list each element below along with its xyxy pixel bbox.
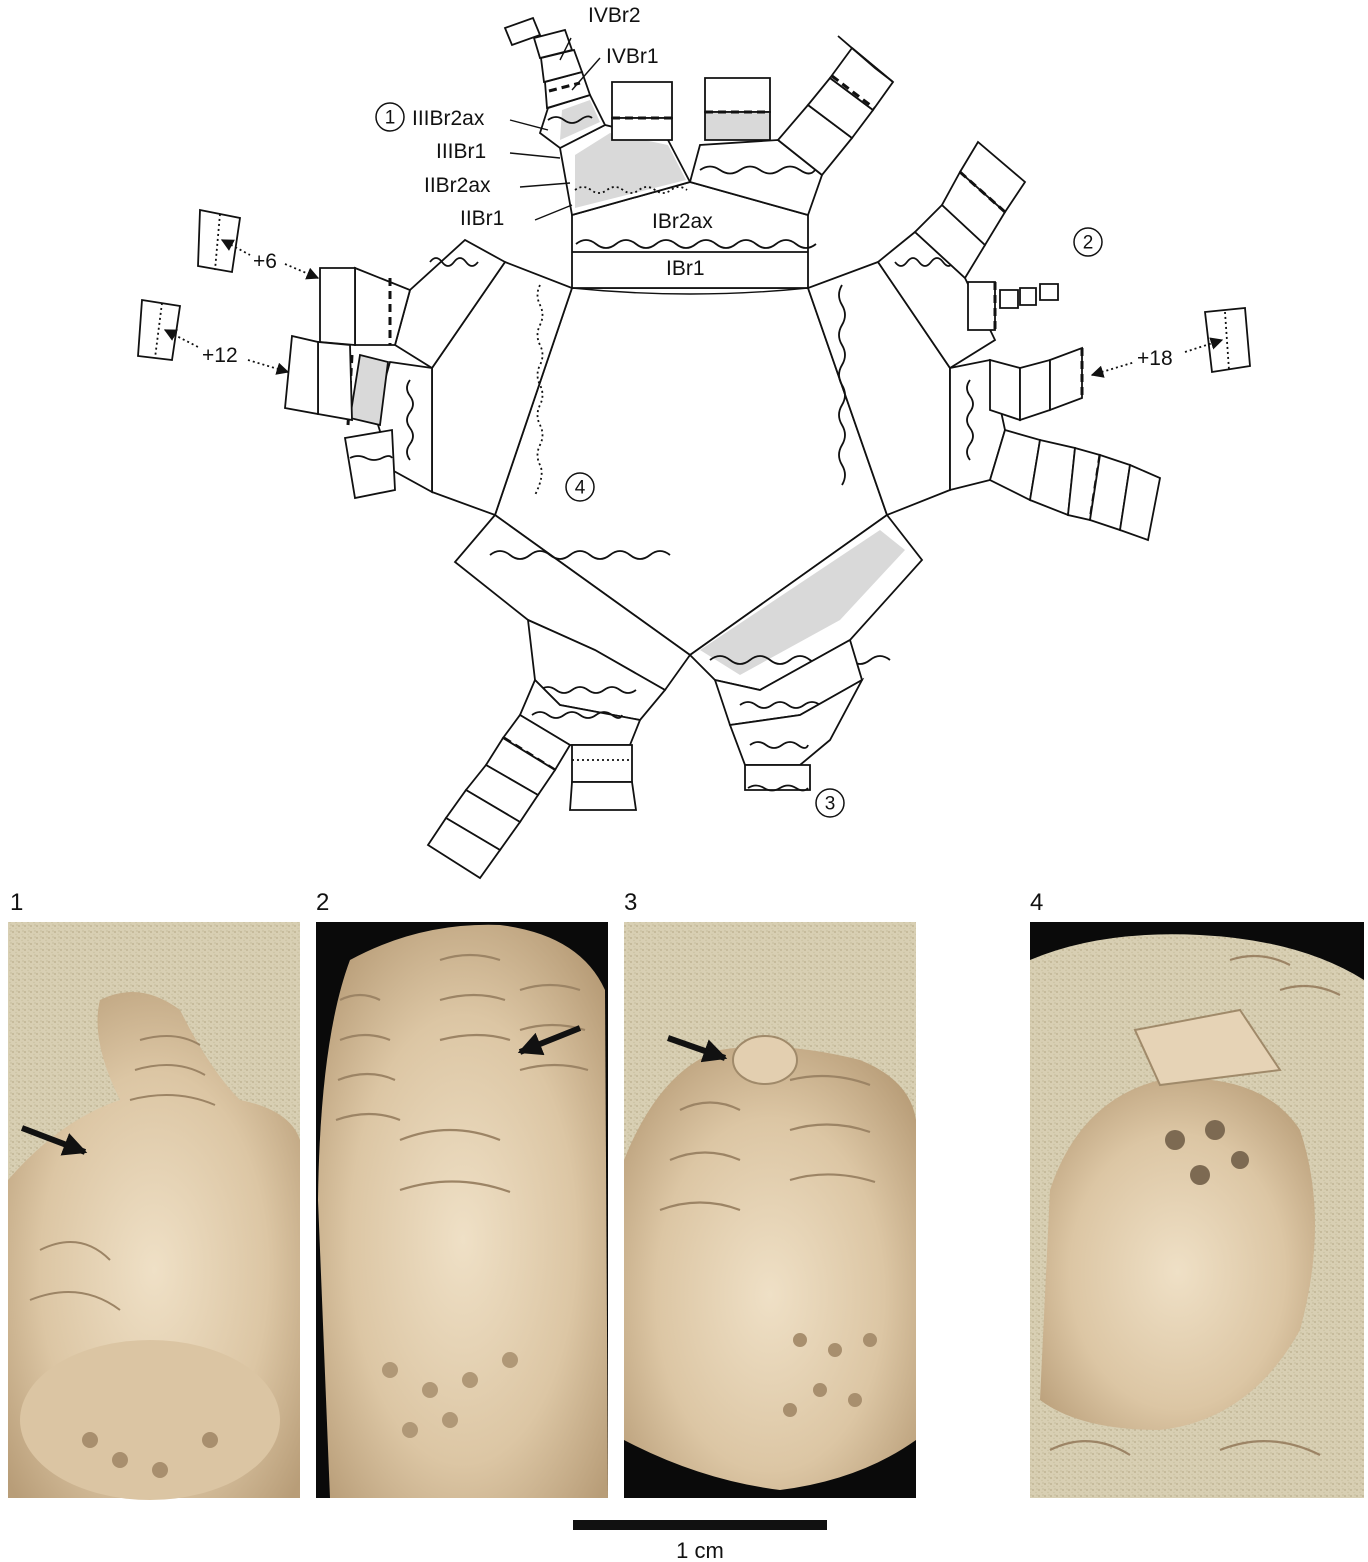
right-ray — [808, 142, 1250, 540]
panel-label-4: 4 — [1030, 889, 1043, 916]
count-arrow-left-lower: +12 — [165, 330, 288, 372]
panel-label-3: 3 — [624, 889, 637, 916]
photo-panel-1 — [8, 922, 300, 1500]
view-marker-2: 2 — [1074, 228, 1102, 256]
photo-panel-3 — [624, 922, 916, 1498]
label-iiibr2ax: IIIBr2ax — [412, 107, 485, 130]
view-marker-3: 3 — [816, 789, 844, 817]
svg-text:+6: +6 — [253, 250, 277, 273]
photo-panel-2 — [316, 922, 608, 1498]
svg-text:2: 2 — [1083, 233, 1094, 254]
panel-label-2: 2 — [316, 889, 329, 916]
top-ray — [505, 18, 893, 294]
label-ivbr1: IVBr1 — [606, 45, 659, 68]
label-ibr1: IBr1 — [666, 257, 705, 280]
plate-diagram: IVBr2 IVBr1 IIIBr2ax IIIBr1 IIBr2ax IIBr… — [138, 4, 1250, 878]
label-ibr2ax: IBr2ax — [652, 210, 713, 233]
svg-text:+12: +12 — [202, 344, 238, 367]
photo-panels: 1 2 3 4 — [8, 889, 1364, 1500]
count-arrow-right: +18 — [1092, 340, 1222, 375]
view-marker-1: 1 — [376, 103, 404, 131]
panel-label-1: 1 — [10, 889, 23, 916]
label-iiibr1: IIIBr1 — [436, 140, 486, 163]
scale-bar-label: 1 cm — [676, 1538, 724, 1562]
svg-text:4: 4 — [575, 478, 586, 499]
label-iibr2ax: IIBr2ax — [424, 174, 491, 197]
label-ivbr2: IVBr2 — [588, 4, 641, 27]
svg-text:3: 3 — [825, 794, 836, 815]
scale-bar: 1 cm — [573, 1520, 827, 1562]
svg-text:1: 1 — [385, 108, 396, 129]
label-iibr1: IIBr1 — [460, 207, 504, 230]
scale-bar-line — [573, 1520, 827, 1530]
photo-panel-4 — [1030, 922, 1364, 1498]
svg-text:+18: +18 — [1137, 347, 1173, 370]
